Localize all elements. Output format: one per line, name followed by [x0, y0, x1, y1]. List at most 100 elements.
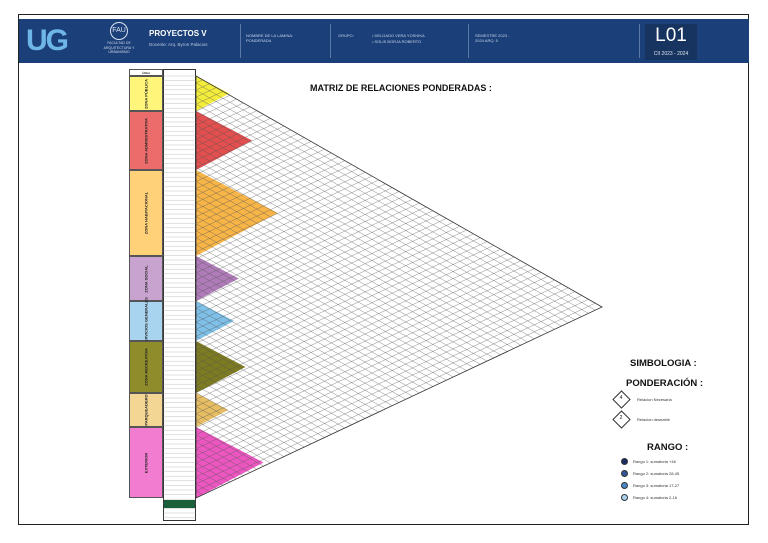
zone-triangle [196, 170, 278, 256]
grid-line [195, 237, 447, 381]
grid-line [195, 249, 501, 393]
grid-line [195, 139, 542, 336]
group-member-1: • DELGADO VERA YOSHIKA [372, 33, 425, 38]
zone-exterior: EXTERIOR [129, 427, 163, 498]
range-label: Rango 2: sumatoria 28-45 [633, 471, 680, 476]
grid-line [195, 272, 542, 435]
grid-line [195, 223, 460, 375]
group-label: GRUPO: [338, 33, 354, 38]
range-label: Rango 1: sumatoria +46 [633, 459, 676, 464]
grid-line [195, 132, 548, 333]
range-1-dot-icon [621, 458, 628, 465]
zone-column-header: ÁREA [129, 69, 163, 76]
grid-line [195, 406, 285, 457]
header-divider [639, 24, 640, 58]
weighting-value: 4 [619, 395, 623, 401]
grid-line [195, 102, 244, 126]
grid-line [195, 279, 555, 449]
matrix-title: MATRIZ DE RELACIONES PONDERADAS : [310, 83, 492, 93]
project-title: PROYECTOS V [149, 29, 207, 38]
header-divider [240, 24, 241, 58]
grid-line [195, 350, 339, 432]
grid-line [195, 392, 298, 451]
grid-line [195, 295, 582, 478]
grid-line [195, 82, 596, 311]
zone-triangle [196, 427, 264, 498]
sheet-code: L01 [655, 25, 687, 46]
sheet-name: NOMBRE DE LA LAMINA: PONDERADA [246, 33, 294, 43]
zone-publica: ZONA PÚBLICA [129, 76, 163, 111]
grid-line [195, 241, 488, 379]
grid-line [195, 216, 467, 371]
grid-line [195, 95, 230, 112]
weighting-title: PONDERACIÓN : [626, 378, 704, 389]
grid-line [195, 210, 433, 323]
zone-recreativa: ZONA RECREATIVA [129, 341, 163, 393]
fau-logo-text: FACULTAD DE ARQUITECTURA Y URBANISMO [103, 41, 135, 54]
matrix-grid [195, 75, 603, 499]
grid-line [195, 302, 596, 492]
grid-line [195, 448, 244, 476]
grid-line [195, 181, 501, 355]
grid-line [195, 307, 379, 413]
weighting-value: 2 [619, 415, 623, 421]
grid-line [195, 103, 576, 320]
sheet-cycle: CII 2023 - 2024 [653, 51, 689, 57]
grid-line [195, 141, 312, 196]
grid-line [195, 96, 582, 317]
grid-line [195, 110, 257, 140]
grid-line [195, 167, 515, 349]
grid-line [195, 287, 569, 463]
symbology-title: SIMBOLOGIA : [630, 358, 697, 369]
zone-habitacional: ZONA HABITACIONAL [129, 170, 163, 256]
grid-line [195, 87, 217, 98]
grid-line [195, 218, 447, 337]
grid-line [195, 233, 474, 365]
grid-line [195, 125, 555, 330]
sheet-code-box [645, 24, 697, 60]
grid-line [195, 125, 285, 168]
title-block-header [19, 19, 749, 63]
grid-line [195, 268, 535, 428]
grid-line [195, 364, 325, 438]
group-member-2: • SOLIS BORJA ROBERTO [372, 39, 422, 44]
grid-line [195, 283, 562, 456]
range-3-dot-icon [621, 482, 628, 489]
grid-line [195, 79, 203, 84]
grid-line [195, 111, 569, 324]
grid-line [195, 276, 548, 442]
grid-line [195, 336, 352, 425]
grid-line [195, 279, 406, 400]
zone-triangle [196, 76, 230, 111]
header-divider [468, 24, 469, 58]
fau-logo-mark: FAU [110, 22, 128, 40]
zone-triangle [196, 393, 229, 427]
range-2-dot-icon [621, 470, 628, 477]
grid-line [195, 252, 508, 400]
header-divider [330, 24, 331, 58]
grid-line [195, 148, 325, 210]
grid-line [195, 299, 589, 485]
grid-line [195, 118, 562, 327]
grid-line [195, 462, 230, 483]
grid-line [195, 265, 420, 394]
zone-servicios: SERVICIOS GENERALES [129, 297, 163, 345]
grid-line [195, 476, 217, 489]
range-4-dot-icon [621, 494, 628, 501]
grid-line [195, 490, 203, 495]
weighting-label: Relacion Necesaria [637, 397, 672, 402]
range-label: Rango 4: sumatoria 2-16 [633, 495, 678, 500]
grid-line [195, 179, 379, 267]
grid-line [195, 378, 312, 445]
grid-line [195, 153, 528, 343]
ug-logo: UG [26, 24, 69, 57]
list-rows [163, 75, 196, 518]
grid-line [195, 420, 271, 464]
grid-line [195, 89, 589, 314]
grid-line [195, 156, 339, 224]
spaces-list-column [163, 69, 196, 521]
grid-line [195, 174, 508, 352]
fau-logo: FAU FACULTAD DE ARQUITECTURA Y URBANISMO [96, 22, 142, 60]
grid-line [195, 322, 366, 419]
